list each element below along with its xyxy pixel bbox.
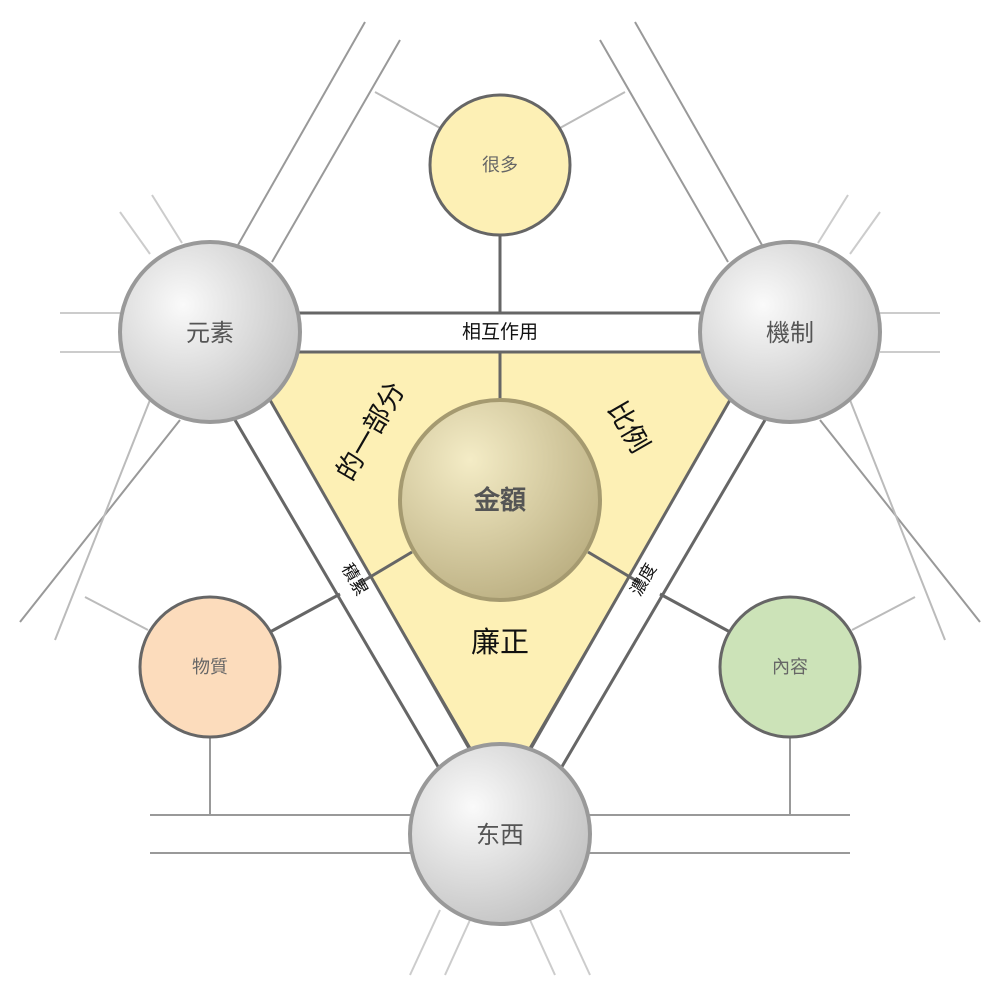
node-left-label: 物質 xyxy=(192,657,228,678)
center-node-label: 金額 xyxy=(473,485,526,516)
edge-label-top: 相互作用 xyxy=(462,321,538,343)
node-top-label: 很多 xyxy=(482,155,518,176)
region-label-bottom: 廉正 xyxy=(471,625,529,659)
node-top[interactable]: 很多 xyxy=(428,93,572,237)
node-top-right-label: 機制 xyxy=(766,319,814,347)
node-top-left[interactable]: 元素 xyxy=(118,240,302,424)
node-right-label: 內容 xyxy=(772,657,808,678)
left-band xyxy=(235,400,470,770)
node-bottom[interactable]: 东西 xyxy=(408,742,592,926)
node-top-right[interactable]: 機制 xyxy=(698,240,882,424)
top-band xyxy=(210,313,790,352)
center-node[interactable] xyxy=(398,398,602,602)
node-bottom-label: 东西 xyxy=(476,821,524,849)
right-band xyxy=(530,400,765,770)
node-right[interactable]: 內容 xyxy=(718,595,862,739)
node-left[interactable]: 物質 xyxy=(138,595,282,739)
node-top-left-label: 元素 xyxy=(186,319,234,347)
